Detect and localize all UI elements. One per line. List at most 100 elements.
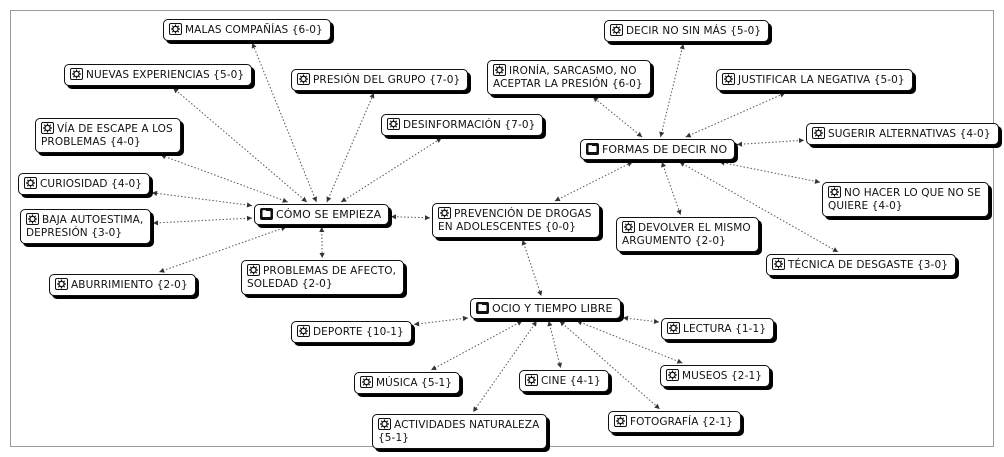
link-arrowhead <box>626 161 633 167</box>
node-label: FOTOGRAFÍA {2-1} <box>630 416 733 428</box>
node-aburrimiento[interactable]: ABURRIMIENTO {2-0} <box>49 274 196 296</box>
node-deporte[interactable]: DEPORTE {10-1} <box>291 321 412 343</box>
link-arrowhead <box>576 320 583 326</box>
node-actividades-naturaleza[interactable]: ACTIVIDADES NATURALEZA {5-1} <box>372 414 548 449</box>
node-tecnica-de-desgaste[interactable]: TÉCNICA DE DESGASTE {3-0} <box>766 254 957 276</box>
node-fotografia[interactable]: FOTOGRAFÍA {2-1} <box>608 411 741 433</box>
link-arrowhead <box>431 365 437 370</box>
link-arrowhead <box>719 160 725 166</box>
link-arrowhead <box>160 154 167 160</box>
link-arrowhead <box>559 321 566 327</box>
node-label: DEPORTE {10-1} <box>313 326 404 338</box>
link-arrowhead <box>798 137 804 144</box>
node-malas-companias[interactable]: MALAS COMPAÑÍAS {6-0} <box>163 19 331 41</box>
folder-icon <box>260 208 273 220</box>
node-devolver-el-mismo-argumento[interactable]: DEVOLVER EL MISMO ARGUMENTO {2-0} <box>616 217 759 252</box>
link-arrowhead <box>159 267 165 273</box>
connector-line <box>592 96 643 138</box>
link-arrowhead <box>832 247 839 252</box>
link-arrowhead <box>554 196 561 202</box>
node-label: CINE {4-1} <box>541 375 601 387</box>
connector-line <box>719 161 821 183</box>
node-problemas-de-afecto[interactable]: PROBLEMAS DE AFECTO, SOLEDAD {2-0} <box>241 260 405 295</box>
gear-icon <box>622 221 635 233</box>
connector-line <box>679 161 839 253</box>
link-arrowhead <box>326 196 332 202</box>
connector-line <box>430 320 523 371</box>
connector-line <box>472 320 538 413</box>
gear-icon <box>722 73 735 85</box>
gear-icon <box>772 258 785 270</box>
node-via-de-escape[interactable]: VÍA DE ESCAPE A LOS PROBLEMAS {4-0} <box>35 118 181 153</box>
connector-line <box>576 320 683 364</box>
node-desinformacion[interactable]: DESINFORMACIÓN {7-0} <box>381 114 544 136</box>
link-arrowhead <box>531 321 537 327</box>
node-formas-de-decir-no[interactable]: FORMAS DE DECIR NO <box>580 139 736 160</box>
node-ironia-sarcasmo[interactable]: IRONÍA, SARCASMO, NO ACEPTAR LA PRESIÓN … <box>487 60 651 95</box>
link-arrowhead <box>676 358 683 364</box>
link-arrowhead <box>319 227 325 233</box>
node-justificar-la-negativa[interactable]: JUSTIFICAR LA NEGATIVA {5-0} <box>716 69 913 91</box>
node-label: DESINFORMACIÓN {7-0} <box>403 119 536 131</box>
node-sugerir-alternativas[interactable]: SUGERIR ALTERNATIVAS {4-0} <box>806 123 999 145</box>
node-label: JUSTIFICAR LA NEGATIVA {5-0} <box>738 74 905 86</box>
link-arrowhead <box>173 88 179 94</box>
link-arrowhead <box>251 43 257 49</box>
node-prevencion-de-drogas[interactable]: PREVENCIÓN DE DROGAS EN ADOLESCENTES {0-… <box>432 203 600 238</box>
node-curiosidad[interactable]: CURIOSIDAD {4-0} <box>18 173 151 195</box>
connector-line <box>660 43 684 138</box>
node-nuevas-experiencias[interactable]: NUEVAS EXPERIENCIAS {5-0} <box>64 64 253 86</box>
link-arrowhead <box>414 321 420 327</box>
gear-icon <box>387 118 400 130</box>
node-label: PRESIÓN DEL GRUPO {7-0} <box>313 74 461 86</box>
node-label: PREVENCIÓN DE DROGAS EN ADOLESCENTES {0-… <box>438 208 592 233</box>
node-presion-del-grupo[interactable]: PRESIÓN DEL GRUPO {7-0} <box>291 69 469 91</box>
gear-icon <box>378 418 391 430</box>
node-ocio-y-tiempo-libre[interactable]: OCIO Y TIEMPO LIBRE <box>470 298 621 319</box>
connector-line <box>661 161 682 216</box>
link-arrowhead <box>654 403 660 409</box>
node-label: OCIO Y TIEMPO LIBRE <box>492 302 613 315</box>
link-arrowhead <box>462 315 468 322</box>
node-label: DECIR NO SIN MÁS {5-0} <box>626 25 762 37</box>
link-arrowhead <box>537 290 543 296</box>
link-arrowhead <box>592 97 599 103</box>
link-arrowhead <box>369 93 375 99</box>
connector-line <box>559 320 661 410</box>
gear-icon <box>438 207 451 219</box>
link-arrowhead <box>685 132 692 138</box>
node-label: ACTIVIDADES NATURALEZA {5-1} <box>378 419 540 444</box>
node-baja-autoestima[interactable]: BAJA AUTOESTIMA, DEPRESIÓN {3-0} <box>20 209 152 244</box>
gear-icon <box>169 23 182 35</box>
connector-line <box>326 92 375 203</box>
gear-icon <box>614 415 627 427</box>
link-arrowhead <box>679 44 685 50</box>
node-cine[interactable]: CINE {4-1} <box>519 370 609 392</box>
node-label: PROBLEMAS DE AFECTO, SOLEDAD {2-0} <box>247 265 397 290</box>
connector-line <box>622 317 660 323</box>
connector-line <box>251 42 317 203</box>
connector-line <box>172 87 308 203</box>
connector-line <box>685 92 786 138</box>
node-decir-no-sin-mas[interactable]: DECIR NO SIN MÁS {5-0} <box>604 20 770 42</box>
node-label: SUGERIR ALTERNATIVAS {4-0} <box>828 128 991 140</box>
node-museos[interactable]: MUSEOS {2-1} <box>660 365 771 387</box>
link-arrowhead <box>547 321 553 327</box>
node-como-se-empieza[interactable]: CÓMO SE EMPIEZA <box>254 204 390 225</box>
node-musica[interactable]: MÚSICA {5-1} <box>354 372 461 394</box>
connector-line <box>736 139 805 145</box>
node-no-hacer-lo-que-no-se-quiere[interactable]: NO HACER LO QUE NO SE QUIERE {4-0} <box>822 182 989 217</box>
node-label: DEVOLVER EL MISMO ARGUMENTO {2-0} <box>622 222 751 247</box>
connector-line <box>522 239 542 297</box>
link-arrowhead <box>341 197 347 202</box>
node-lectura[interactable]: LECTURA {1-1} <box>661 318 775 340</box>
link-arrowhead <box>516 321 523 326</box>
gear-icon <box>812 127 825 139</box>
gear-icon <box>667 322 680 334</box>
link-arrowhead <box>246 202 252 208</box>
link-arrowhead <box>676 209 682 215</box>
link-arrowhead <box>280 226 287 232</box>
gear-icon <box>55 278 68 290</box>
gear-icon <box>666 369 679 381</box>
link-arrowhead <box>153 220 159 226</box>
